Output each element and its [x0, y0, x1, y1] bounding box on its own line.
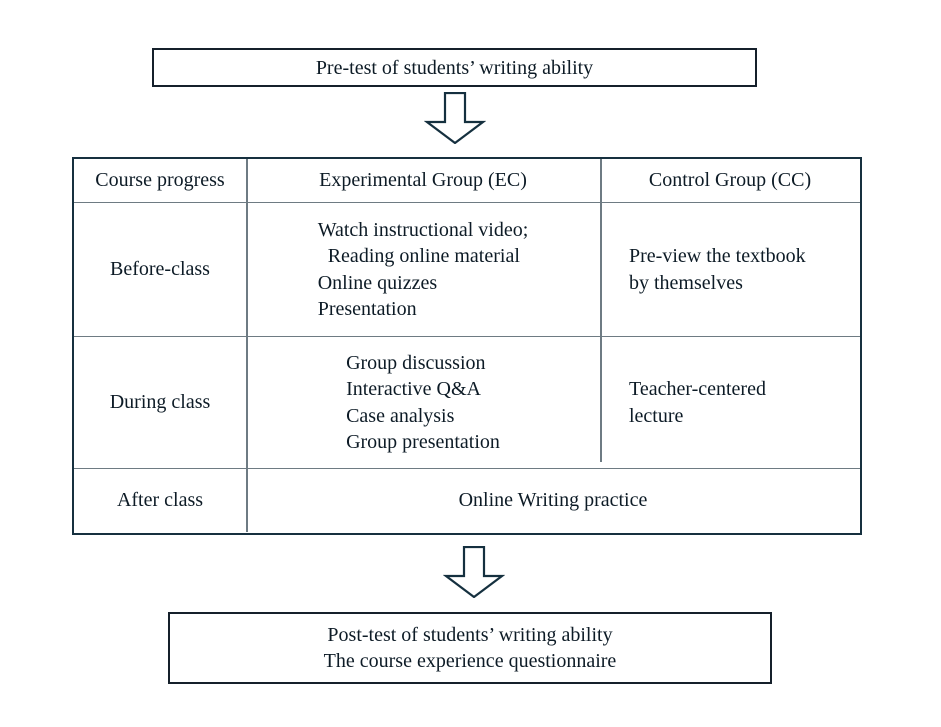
column-divider-2	[600, 159, 602, 202]
table-row: Before-class Watch instructional video; …	[74, 202, 860, 336]
stage-label-during-class: During class	[109, 391, 211, 414]
control-activities-before-class: Pre-view the textbook by themselves	[629, 245, 806, 294]
table-header-row: Course progress Experimental Group (EC) …	[74, 159, 860, 202]
table-row: During class Group discussion Interactiv…	[74, 336, 860, 468]
column-divider-1	[246, 159, 248, 202]
control-activities-during-class: Teacher-centered lecture	[629, 378, 766, 427]
pretest-label: Pre-test of students’ writing ability	[315, 56, 594, 79]
course-design-table: Course progress Experimental Group (EC) …	[72, 157, 862, 535]
posttest-box: Post-test of students’ writing ability T…	[168, 612, 772, 684]
experimental-activities-during-class: Group discussion Interactive Q&A Case an…	[346, 351, 500, 453]
column-divider-1	[246, 203, 248, 336]
experimental-activities-before-class: Watch instructional video; Reading onlin…	[317, 218, 529, 320]
posttest-line-2: The course experience questionnaire	[323, 650, 617, 672]
table-row: After class Online Writing practice	[74, 468, 860, 532]
pretest-box: Pre-test of students’ writing ability	[152, 48, 757, 87]
header-experimental-group: Experimental Group (EC)	[319, 169, 527, 192]
column-divider-1	[246, 469, 248, 532]
column-divider-2	[600, 337, 602, 462]
column-divider-1	[246, 337, 248, 468]
header-control-group: Control Group (CC)	[648, 169, 812, 192]
header-course-progress: Course progress	[95, 169, 225, 192]
down-arrow-icon	[443, 546, 505, 598]
posttest-line-1: Post-test of students’ writing ability	[327, 624, 613, 646]
stage-label-after-class: After class	[116, 489, 204, 512]
shared-activity-after-class: Online Writing practice	[458, 489, 648, 512]
column-divider-2	[600, 203, 602, 336]
down-arrow-icon	[424, 92, 486, 144]
stage-label-before-class: Before-class	[110, 258, 210, 281]
